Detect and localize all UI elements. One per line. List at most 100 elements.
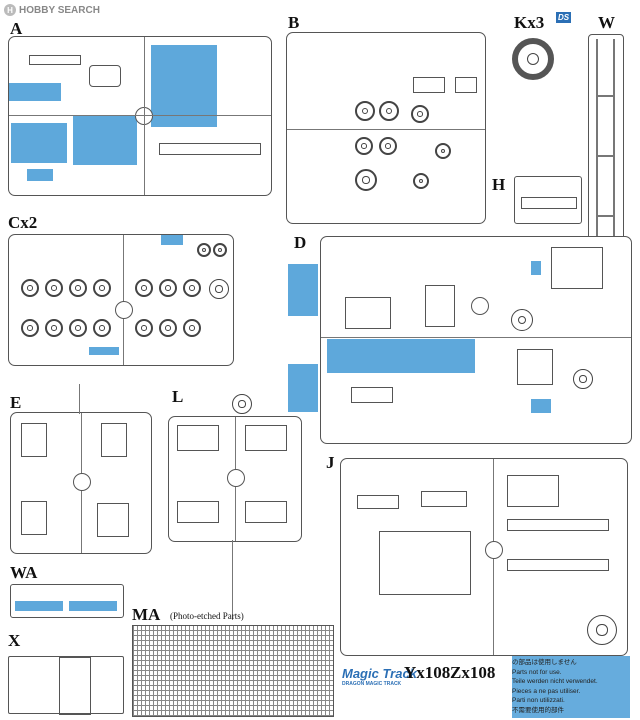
- unused-part-c-2: [89, 347, 119, 355]
- label-sprue-wa: WA: [10, 563, 38, 582]
- sprue-c: [8, 234, 234, 366]
- label-sprue-b: B: [288, 13, 300, 32]
- label-sprue-d: D: [294, 233, 307, 252]
- part-round: [232, 394, 252, 414]
- unused-parts-notice: の部品は使用しません Parts not for use. Teile werd…: [512, 658, 598, 715]
- unused-part-a-2: [11, 123, 67, 163]
- chassis-cross-member: [596, 155, 615, 157]
- road-wheel: [93, 319, 111, 337]
- road-wheel: [45, 279, 63, 297]
- sprocket-wheel: [213, 243, 227, 257]
- label-sprue-l: L: [172, 387, 184, 406]
- notice-jp: の部品は使用しません: [512, 659, 577, 666]
- notice-fr: Pieces a ne pas utiliser.: [512, 687, 581, 695]
- road-wheel: [135, 319, 153, 337]
- sprue-c-hub: [115, 301, 133, 319]
- road-wheel: [159, 279, 177, 297]
- road-wheel: [355, 101, 375, 121]
- part: [455, 77, 477, 93]
- sprue-x: [8, 656, 124, 715]
- part: [521, 197, 577, 209]
- part: [421, 491, 467, 507]
- road-wheel: [45, 319, 63, 337]
- unused-part-wa-2: [69, 601, 117, 611]
- part: [245, 425, 287, 451]
- part: [551, 247, 603, 289]
- road-wheel: [379, 101, 399, 121]
- photo-etched-fret: [132, 625, 334, 717]
- sprue-h: [514, 176, 582, 224]
- part: [21, 423, 47, 457]
- sprue-a: [8, 36, 272, 196]
- part: [97, 503, 129, 537]
- part: [413, 77, 445, 93]
- sprue-j-hub: [485, 541, 503, 559]
- part: [245, 501, 287, 523]
- label-sprue-h: H: [492, 175, 506, 194]
- road-wheel: [183, 279, 201, 297]
- sprue-wa: [10, 584, 124, 618]
- unused-part-a-4: [151, 45, 217, 127]
- magic-track-logo: Magic Track DRAGON MAGIC TRACK: [342, 666, 417, 687]
- road-wheel: [355, 137, 373, 155]
- unused-part-d-1: [327, 339, 475, 373]
- road-wheel: [21, 319, 39, 337]
- part: [507, 559, 609, 571]
- unused-part-d-2: [531, 261, 541, 275]
- label-sprue-x: X: [8, 631, 21, 650]
- road-wheel: [21, 279, 39, 297]
- sprue-b-runner: [287, 129, 485, 130]
- sprue-w-chassis: [588, 34, 624, 244]
- sprue-c-runner: [123, 235, 124, 365]
- notice-it: Parti non utilizzati.: [512, 697, 565, 704]
- chassis-cross-member: [596, 95, 615, 97]
- hobbysearch-logo: H HOBBY SEARCH: [4, 4, 100, 16]
- sprue-e-hub: [73, 473, 91, 491]
- sprue-d-runner: [321, 337, 631, 338]
- label-sprue-cx2: Cx2: [8, 213, 38, 232]
- logo-text: HOBBY SEARCH: [19, 4, 100, 16]
- sprue-j: [340, 458, 628, 656]
- notice-zh: 不需要使用的部件: [512, 706, 564, 714]
- part: [345, 297, 391, 329]
- part: [351, 387, 393, 403]
- ds-badge: DS: [556, 12, 572, 23]
- notice-de: Teile werden nicht verwendet.: [512, 678, 598, 685]
- part: [21, 501, 47, 535]
- road-wheel: [69, 279, 87, 297]
- sprue-a-runner: [144, 37, 145, 195]
- road-wheel: [379, 137, 397, 155]
- label-ma-photo-etched: (Photo-etched Parts): [170, 611, 244, 621]
- part: [177, 501, 219, 523]
- part: [89, 65, 121, 87]
- unused-part-c-1: [161, 235, 183, 245]
- road-wheel: [135, 279, 153, 297]
- idler-wheel: [209, 279, 229, 299]
- part: [159, 143, 261, 155]
- unused-part-d-left-1: [288, 264, 318, 316]
- label-sprue-kx3: Kx3: [514, 13, 545, 32]
- sprue-l-tab: [232, 540, 233, 620]
- road-wheel: [69, 319, 87, 337]
- sprocket-wheel: [197, 243, 211, 257]
- label-sprue-ma: MA: [132, 605, 161, 624]
- unused-part-d-left-2: [288, 364, 318, 412]
- part: [101, 423, 127, 457]
- part-round: [573, 369, 593, 389]
- label-track-y: Yx108: [404, 663, 451, 682]
- part: [177, 425, 219, 451]
- part: [379, 531, 471, 595]
- road-wheel: [411, 105, 429, 123]
- sprue-d: [320, 236, 632, 444]
- road-wheel: [435, 143, 451, 159]
- sprue-b: [286, 32, 486, 224]
- legend-unused-swatch: [512, 656, 630, 718]
- label-sprue-w: W: [598, 13, 615, 32]
- sprue-l-hub: [227, 469, 245, 487]
- label-sprue-e: E: [10, 393, 22, 412]
- unused-part-a-3: [73, 115, 137, 165]
- part: [507, 519, 609, 531]
- chassis-rail: [613, 39, 615, 239]
- unused-part-a-1: [9, 83, 61, 101]
- rubber-tire-k: [512, 38, 554, 80]
